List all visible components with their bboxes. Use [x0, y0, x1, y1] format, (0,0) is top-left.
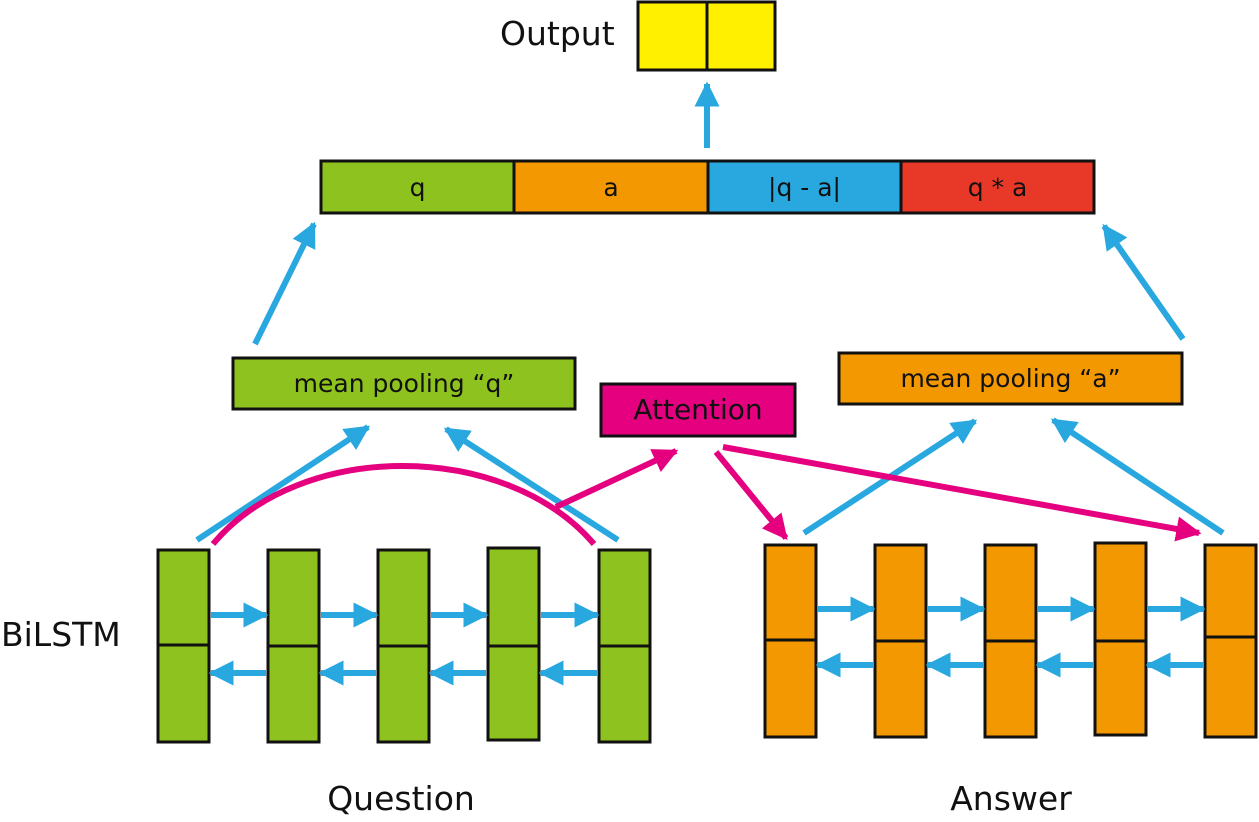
question-recurrent-arrows	[208, 602, 600, 686]
concat-segment-abs-diff-label: |q - a|	[768, 172, 841, 202]
concat-segment-q-label: q	[409, 172, 426, 202]
concat-segment-abs-diff	[706, 159, 903, 215]
attention-to-answer-last-arrow	[722, 444, 1202, 542]
answer-cell-5	[1203, 543, 1258, 739]
question-last-to-pooling-arrow	[443, 426, 620, 543]
pooling-q-to-concat-arrow	[252, 221, 317, 346]
output-cell-2	[705, 0, 777, 72]
mean-pooling-a-box	[837, 351, 1184, 406]
attention-to-answer-first-arrow	[713, 450, 789, 540]
question-label: Question	[327, 779, 475, 818]
attention-arrows	[210, 444, 1202, 546]
concat-vector	[319, 159, 1096, 215]
answer-label: Answer	[950, 779, 1072, 818]
question-attention-arc	[210, 463, 597, 546]
concat-segment-q	[319, 159, 516, 215]
answer-recurrent-arrows	[815, 596, 1206, 678]
bilstm-label: BiLSTM	[1, 615, 121, 654]
question-bilstm	[156, 546, 652, 744]
question-cell-4	[486, 546, 541, 742]
question-to-attention-arrow	[554, 448, 679, 510]
answer-bilstm	[763, 541, 1258, 739]
answer-cell-4	[1093, 541, 1148, 737]
mean-pooling-q-box	[231, 356, 577, 411]
output-label: Output	[500, 14, 615, 53]
attention-box	[599, 382, 797, 438]
concat-segment-a-label: a	[603, 172, 619, 202]
mean-pooling-a-label: mean pooling “a”	[900, 364, 1121, 393]
concat-segment-product-label: q * a	[967, 172, 1028, 202]
answer-last-to-pooling-arrow	[1050, 417, 1225, 536]
output-block	[636, 0, 777, 72]
output-cell-1	[636, 0, 709, 72]
concat-segment-product	[899, 159, 1096, 215]
attention-label: Attention	[633, 393, 763, 426]
pooling-a-to-concat-arrow	[1101, 223, 1186, 341]
mean-pooling-q-label: mean pooling “q”	[293, 369, 515, 398]
question-first-to-pooling-arrow	[195, 424, 371, 543]
